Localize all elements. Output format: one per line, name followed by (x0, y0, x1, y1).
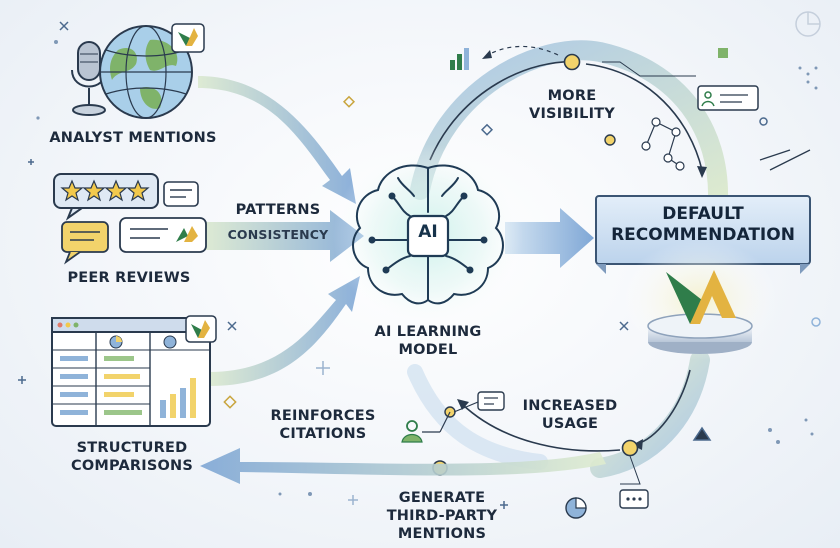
structured-comparisons-label-line2: COMPARISONS (70, 458, 194, 474)
default-recommendation-line1: DEFAULT (662, 204, 744, 224)
user-network-icon (401, 391, 505, 443)
increased-usage-label-line1: INCREASED (522, 398, 618, 414)
brand-logo-icon (171, 23, 205, 53)
analyst-mentions-label: ANALYST MENTIONS (49, 130, 217, 146)
brand-logo-pedestal (647, 270, 753, 354)
generate-mentions-label-line2: THIRD-PARTY (386, 508, 498, 524)
network-icon (641, 117, 685, 171)
cycle-nodes (432, 53, 639, 476)
more-visibility-label-line1: MORE (547, 88, 597, 104)
globe-icon (99, 25, 193, 119)
pie-chart-icon (565, 455, 649, 519)
more-visibility-label-line2: VISIBILITY (529, 106, 615, 122)
peer-reviews-label: PEER REVIEWS (67, 270, 191, 286)
ai-learning-label-line2: MODEL (398, 342, 458, 358)
user-card-icon (602, 48, 759, 111)
chat-bubble-icon (61, 181, 207, 265)
ai-badge-label: AI (418, 222, 438, 242)
brain-icon (352, 164, 504, 305)
star-rating-icon (53, 173, 159, 221)
default-recommendation-label: DEFAULT RECOMMENDATION (596, 204, 810, 247)
structured-comparisons-label-line1: STRUCTURED (76, 440, 188, 456)
patterns-label: PATTERNS (235, 202, 321, 218)
decor-lines (759, 149, 811, 171)
ai-learning-label-line1: AI LEARNING (374, 324, 482, 340)
consistency-label: CONSISTENCY (227, 227, 329, 242)
cycle-ring (407, 40, 729, 478)
generate-mentions-label-line3: MENTIONS (397, 526, 487, 542)
reinforces-citations-label-line1: REINFORCES (270, 408, 376, 424)
spreadsheet-icon (51, 315, 217, 427)
decorative-dots (36, 40, 818, 496)
increased-usage-label-line2: USAGE (541, 416, 599, 432)
input-arrows (198, 76, 606, 484)
default-recommendation-line2: RECOMMENDATION (611, 225, 795, 246)
bar-chart-icon (450, 48, 469, 70)
microphone-icon (71, 41, 107, 116)
corner-icon (795, 11, 821, 37)
generate-mentions-label-line1: GENERATE (398, 490, 486, 506)
decorative-sparkles (18, 21, 821, 509)
reinforces-citations-label-line2: CITATIONS (279, 426, 367, 442)
